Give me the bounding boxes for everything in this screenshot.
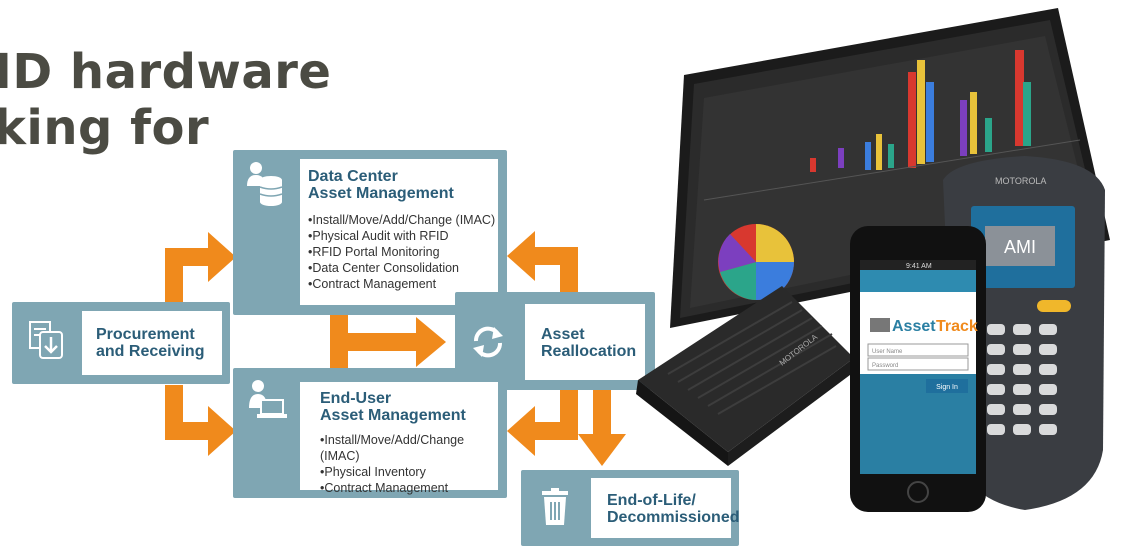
bullet-item: RFID Portal Monitoring bbox=[308, 244, 495, 260]
headline: ID hardware king for bbox=[0, 44, 331, 156]
bar-chart-graphic bbox=[810, 50, 1031, 172]
reallocation-title: Asset Reallocation bbox=[541, 326, 637, 360]
endoflife-title: End-of-Life/ Decommissioned bbox=[607, 492, 740, 526]
handheld-brand: MOTOROLA bbox=[995, 176, 1046, 186]
arrow-reallocation-to-endoflife bbox=[593, 388, 611, 438]
enduser-node: End-User Asset Management Install/Move/A… bbox=[233, 368, 507, 498]
headline-line-1: ID hardware bbox=[0, 44, 332, 100]
username-field[interactable] bbox=[867, 343, 969, 357]
phone-status-time: 9:41 AM bbox=[906, 263, 932, 270]
bullet-item: Physical Audit with RFID bbox=[308, 228, 495, 244]
assettrack-brand-b: Track bbox=[936, 318, 978, 335]
assettrack-brand-a: Asset bbox=[892, 318, 936, 335]
enduser-title: End-User Asset Management bbox=[320, 390, 466, 424]
bullet-item: Install/Move/Add/Change (IMAC) bbox=[308, 212, 495, 228]
refresh-icon bbox=[470, 325, 506, 364]
datacenter-title: Data Center Asset Management bbox=[308, 168, 454, 202]
headline-line-2: king for bbox=[0, 100, 210, 156]
bullet-item: Contract Management bbox=[320, 480, 498, 496]
sign-in-button[interactable] bbox=[926, 379, 968, 393]
home-button[interactable] bbox=[907, 481, 929, 503]
enduser-bullets: Install/Move/Add/Change (IMAC) Physical … bbox=[320, 432, 498, 496]
download-document-icon bbox=[28, 320, 64, 367]
trash-icon bbox=[542, 488, 570, 531]
assettrack-logo-icon bbox=[870, 318, 890, 332]
sign-in-label: Sign In bbox=[936, 384, 958, 391]
bullet-item: Physical Inventory bbox=[320, 464, 498, 480]
arrow-reallocation-to-datacenter bbox=[560, 255, 578, 300]
reallocation-node: Asset Reallocation bbox=[455, 292, 655, 390]
procurement-title: Procurement and Receiving bbox=[96, 326, 205, 360]
rfid-reader: MOTOROLA bbox=[636, 286, 854, 466]
bullet-item: Install/Move/Add/Change (IMAC) bbox=[320, 432, 498, 464]
user-computer-icon bbox=[247, 378, 287, 427]
arrow-procurement-to-enduser bbox=[165, 385, 183, 433]
datacenter-bullets: Install/Move/Add/Change (IMAC) Physical … bbox=[308, 212, 495, 292]
handheld-screen-text: AMI bbox=[1004, 237, 1036, 257]
bullet-item: Contract Management bbox=[308, 276, 495, 292]
endoflife-node: End-of-Life/ Decommissioned bbox=[521, 470, 739, 546]
user-database-icon bbox=[245, 160, 283, 211]
password-field[interactable] bbox=[867, 357, 969, 371]
username-placeholder: User Name bbox=[872, 349, 903, 355]
procurement-node: Procurement and Receiving bbox=[12, 302, 230, 384]
arrow-procurement-to-datacenter bbox=[165, 256, 183, 308]
smartphone: 9:41 AM Asset Track User Name Password S… bbox=[850, 226, 986, 512]
datacenter-node: Data Center Asset Management Install/Mov… bbox=[233, 150, 507, 315]
password-placeholder: Password bbox=[872, 363, 898, 369]
bullet-item: Data Center Consolidation bbox=[308, 260, 495, 276]
